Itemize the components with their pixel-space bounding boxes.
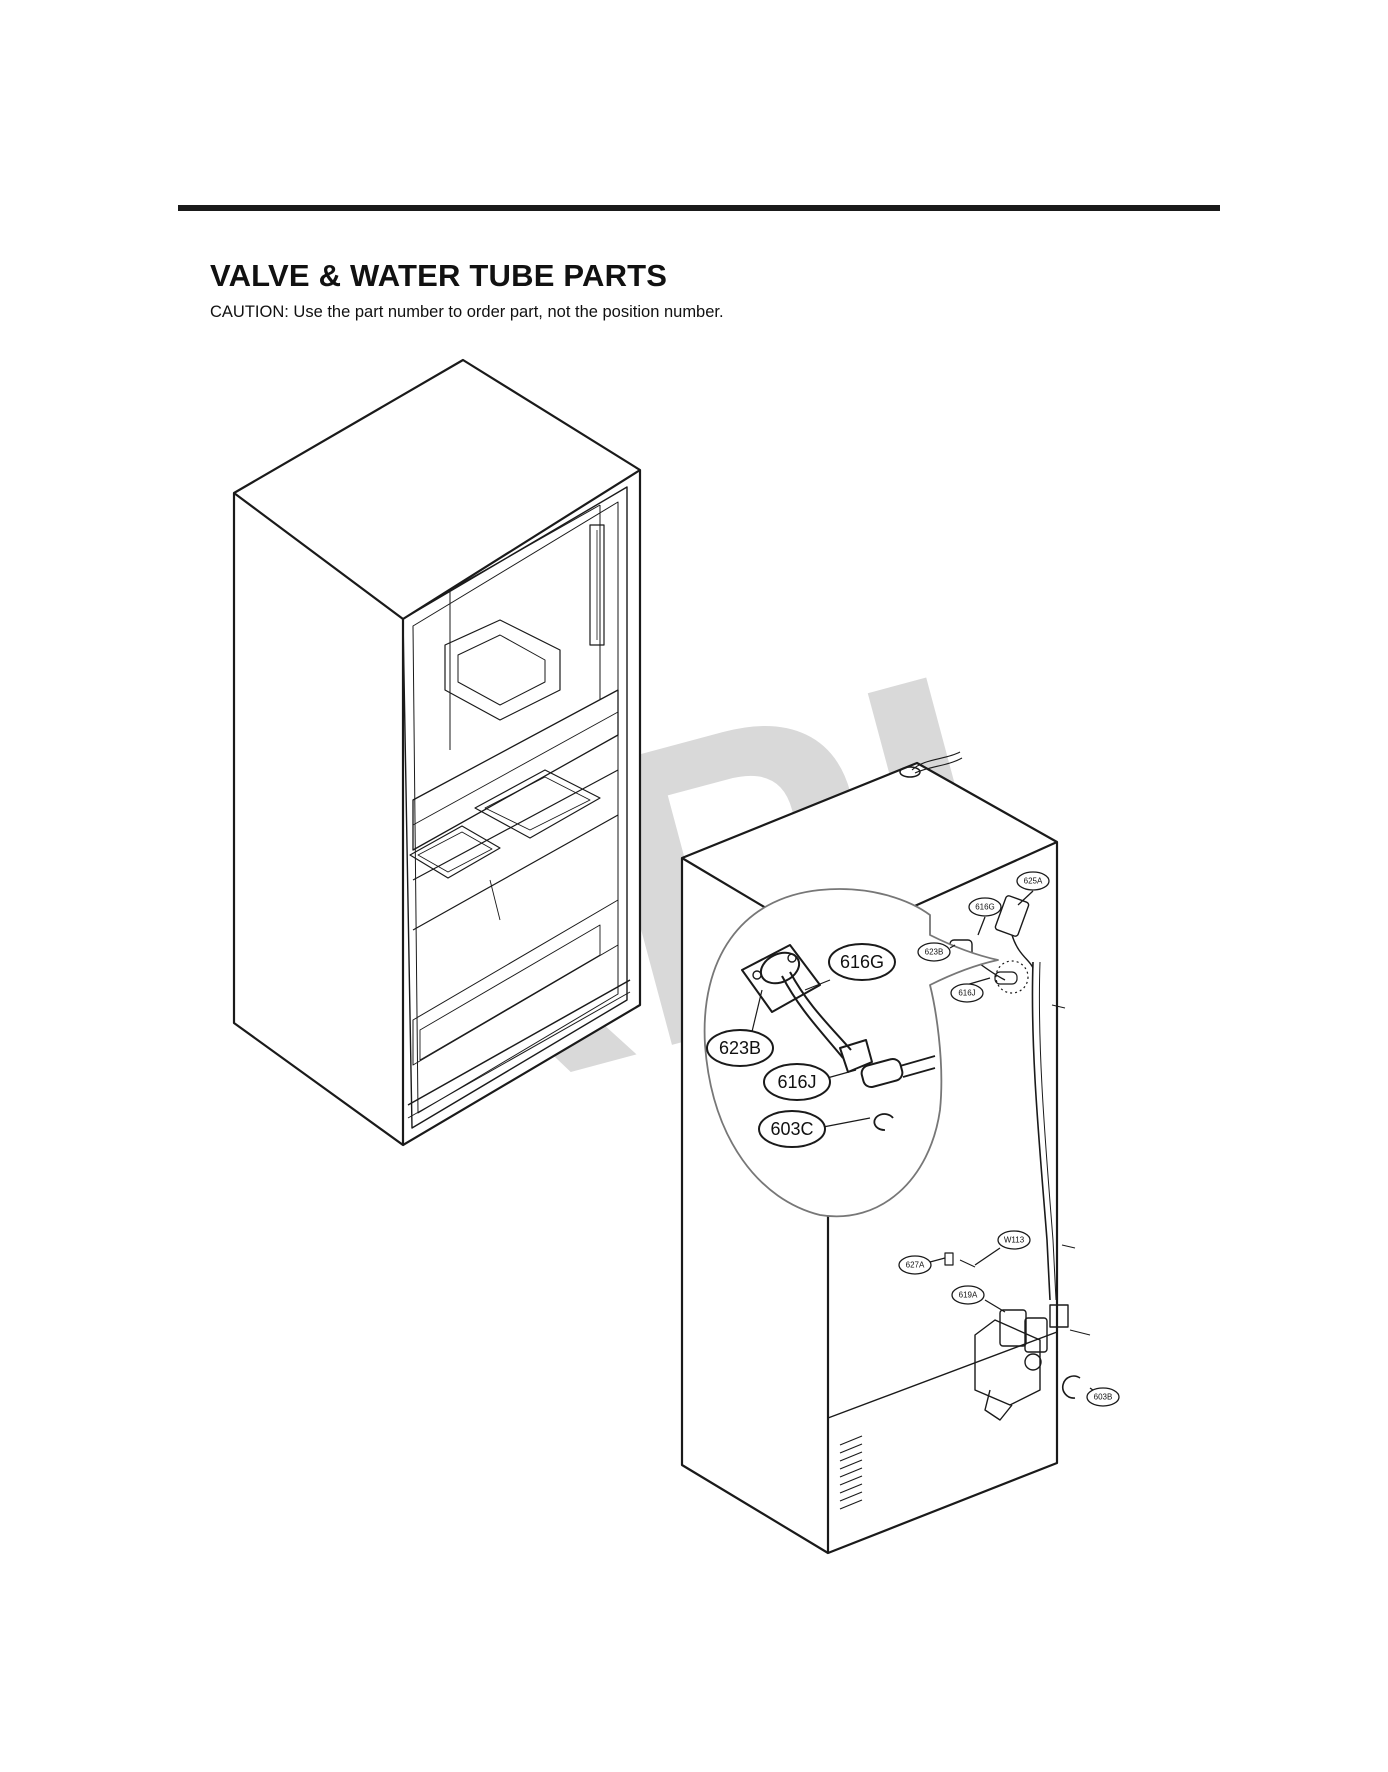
svg-text:623B: 623B xyxy=(925,948,944,957)
callout-619A: 619A xyxy=(951,1285,1006,1313)
main-callouts: 625A 616G 623B 616J W113 627A xyxy=(898,871,1120,1407)
callout-625A: 625A xyxy=(1016,871,1050,906)
callout-616J: 616J xyxy=(950,977,991,1003)
callout-616G-detail: 616G xyxy=(828,943,896,981)
page-title: VALVE & WATER TUBE PARTS xyxy=(210,258,668,293)
svg-text:616J: 616J xyxy=(958,989,975,998)
svg-text:625A: 625A xyxy=(1024,877,1043,886)
svg-text:W113: W113 xyxy=(1004,1236,1025,1245)
svg-text:603B: 603B xyxy=(1094,1393,1113,1402)
callout-616J-detail: 616J xyxy=(763,1063,831,1101)
svg-text:619A: 619A xyxy=(959,1291,978,1300)
svg-text:616J: 616J xyxy=(777,1072,816,1092)
callout-603B: 603B xyxy=(1086,1387,1120,1407)
front-cabinet-drawing xyxy=(232,358,642,1147)
caution-note: CAUTION: Use the part number to order pa… xyxy=(210,303,724,321)
callout-603C-detail: 603C xyxy=(758,1110,826,1148)
svg-text:627A: 627A xyxy=(906,1261,925,1270)
callout-623B: 623B xyxy=(917,942,956,962)
callout-627A: 627A xyxy=(898,1255,946,1275)
svg-text:623B: 623B xyxy=(719,1038,761,1058)
header-rule xyxy=(178,205,1220,211)
detail-callouts: 616G 623B 616J 603C xyxy=(706,943,896,1148)
svg-text:603C: 603C xyxy=(770,1119,813,1139)
svg-text:616G: 616G xyxy=(840,952,884,972)
svg-text:616G: 616G xyxy=(975,903,995,912)
callout-623B-detail: 623B xyxy=(706,1029,774,1067)
callout-W113: W113 xyxy=(974,1230,1031,1266)
callout-616G: 616G xyxy=(968,897,1002,936)
